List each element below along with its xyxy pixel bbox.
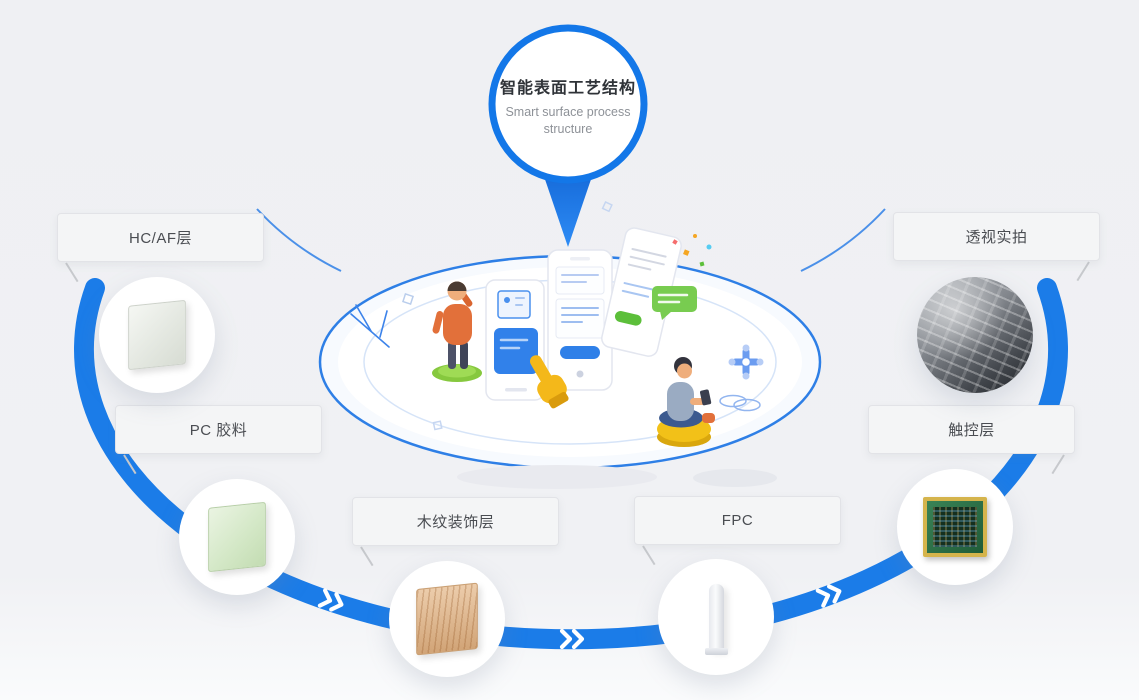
- node-label-text: PC 胶料: [189, 422, 248, 439]
- hub-subtitle: Smart surface process structure: [505, 105, 631, 136]
- hub-label: 智能表面工艺结构 Smart surface process structure: [494, 74, 642, 138]
- node-label-hc-af: HC/AF层: [57, 213, 264, 262]
- square-decorations: [402, 201, 613, 431]
- flow-chevron-icon: [317, 588, 344, 612]
- node-label-text: FPC: [721, 512, 754, 529]
- node-image-hc-af: [99, 277, 215, 393]
- sitting-person-illustration: [657, 357, 715, 447]
- confetti-decoration: [672, 234, 712, 267]
- node-label-xray: 透视实拍: [893, 212, 1100, 261]
- phone-left-illustration: [485, 279, 545, 401]
- circuit-photo-image: [917, 277, 1033, 393]
- node-image-touch: [897, 469, 1013, 585]
- orbit-arc-right: [800, 208, 886, 272]
- node-label-fpc: FPC: [634, 496, 841, 545]
- node-image-xray: [917, 277, 1033, 393]
- hub-title: 智能表面工艺结构: [499, 80, 636, 97]
- node-label-text: 透视实拍: [965, 229, 1028, 246]
- node-label-text: 触控层: [948, 422, 995, 439]
- node-label-text: 木纹装饰层: [416, 514, 495, 531]
- fpc-strip-image: [704, 584, 728, 655]
- pc-sheet-image: [208, 501, 266, 573]
- drone-icon: [728, 344, 764, 380]
- sparkle-icon: [350, 304, 390, 348]
- phone-middle-illustration: [547, 249, 613, 391]
- phone-right-illustration: [601, 227, 682, 357]
- node-label-pc-glue: PC 胶料: [115, 405, 322, 454]
- node-image-wood: [389, 561, 505, 677]
- flow-chevron-icon: [815, 584, 842, 608]
- rings-decoration: [719, 394, 761, 412]
- wood-veneer-image: [416, 582, 478, 656]
- node-image-pc-glue: [179, 479, 295, 595]
- orbit-arc-left: [256, 208, 342, 272]
- node-image-fpc: [658, 559, 774, 675]
- hand-cursor-icon: [530, 355, 569, 409]
- cpu-chip-image: [923, 497, 987, 557]
- clear-film-image: [128, 299, 186, 371]
- shadow-ellipses: [457, 465, 777, 489]
- hub-circle: [488, 24, 648, 184]
- flow-chevron-icon: [559, 628, 585, 650]
- node-label-touch: 触控层: [868, 405, 1075, 454]
- node-label-wood: 木纹装饰层: [352, 497, 559, 546]
- node-label-text: HC/AF层: [128, 230, 192, 247]
- standing-person-illustration: [432, 281, 482, 382]
- chat-bubble-icon: [652, 286, 697, 320]
